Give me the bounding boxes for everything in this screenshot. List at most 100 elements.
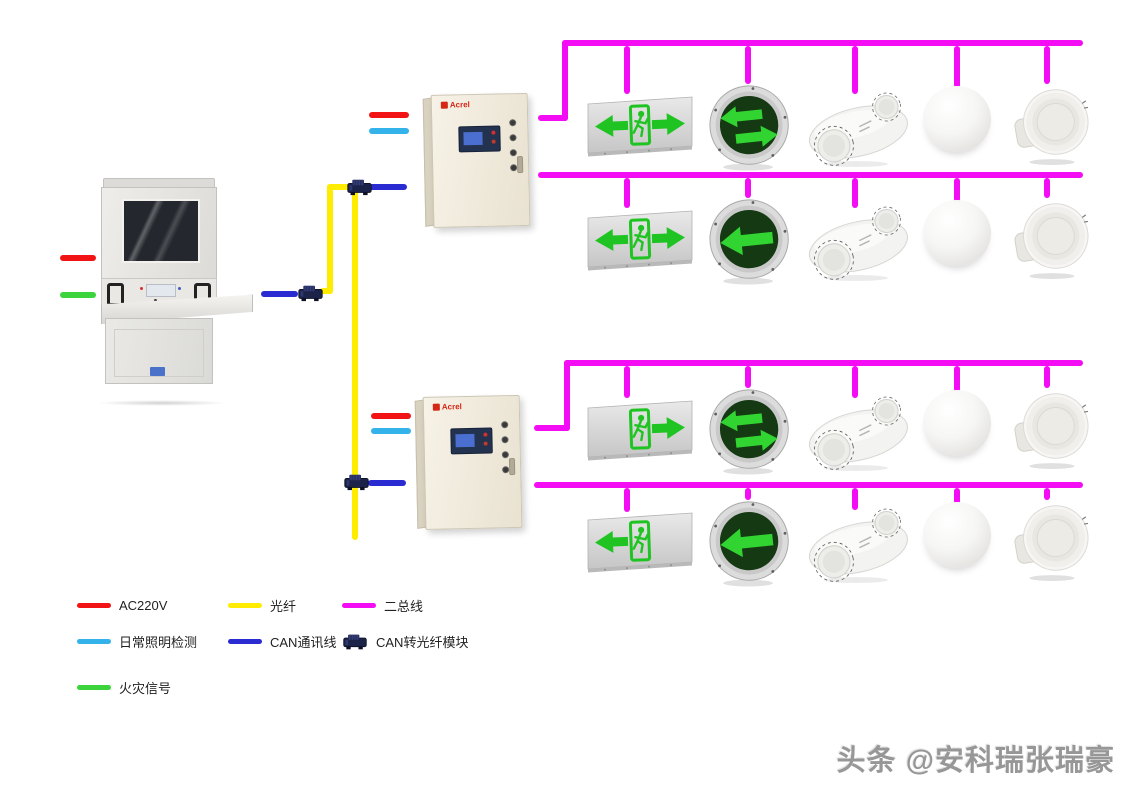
emergency-exit-sign-bus-loop-4: [585, 510, 695, 574]
daily-lighting-stub-controller-2: [371, 428, 411, 434]
two-bus-stub-3: [534, 425, 570, 431]
controller-1-handle: [516, 156, 524, 174]
twin-spot-emergency-light-bus-loop-3: [798, 394, 918, 472]
emergency-ceiling-lamp-bus-loop-4: [923, 502, 991, 568]
legend-label: CAN转光纤模块: [376, 634, 469, 650]
round-emergency-luminaire-bus-loop-4: [706, 498, 792, 588]
watermark-text: 头条 @安科瑞张瑞豪: [836, 745, 1115, 777]
two-bus-riser-3: [564, 360, 570, 431]
legend-item-can-bus: CAN通讯线: [228, 632, 336, 650]
two-bus-line-4: [534, 482, 1083, 488]
round-emergency-luminaire-bus-loop-3: [706, 386, 792, 476]
two-bus-line-1: [562, 40, 1083, 46]
right-arrow-icon: [651, 227, 685, 250]
acrel-logo-text: Acrel: [449, 100, 470, 110]
two-bus-drop-4-down: [1044, 488, 1050, 500]
two-bus-drop-2-down: [1044, 178, 1050, 198]
legend-item-fire-signal: 火灾信号: [77, 678, 171, 696]
emergency-downlight-bus-loop-1: [1010, 82, 1090, 166]
two-bus-line-swatch: [342, 602, 376, 608]
two-bus-drop-3-oval: [852, 366, 858, 398]
two-bus-riser-1: [562, 40, 568, 121]
controller-1-button-red: [491, 130, 496, 135]
round-emergency-luminaire-bus-loop-2: [706, 196, 792, 286]
right-arrow-icon: [735, 429, 778, 451]
ac220v-line-swatch: [77, 602, 111, 608]
fiber-elbow-top: [327, 184, 351, 190]
two-bus-drop-1-ball: [954, 46, 960, 88]
emergency-ceiling-lamp-bus-loop-3: [923, 390, 991, 456]
console-indicator-blue: [178, 287, 181, 290]
two-bus-drop-1-oval: [852, 46, 858, 94]
indicator-icon: [501, 436, 509, 444]
two-bus-line-2: [538, 172, 1083, 178]
ac220v-stub-controller-1: [369, 112, 409, 118]
can-fiber-module-controller-1: [346, 177, 373, 197]
running-man-icon: [638, 414, 645, 422]
emergency-exit-sign-bus-loop-3: [585, 398, 695, 462]
twin-spot-emergency-light-bus-loop-1: [798, 90, 918, 168]
console-panel-display: [146, 284, 176, 297]
acrel-logo-icon: [440, 101, 448, 109]
legend-label: CAN通讯线: [270, 634, 337, 650]
emergency-downlight-bus-loop-2: [1010, 196, 1090, 280]
two-bus-drop-3-exit: [624, 366, 630, 398]
console-monitor-bezel: [101, 187, 217, 281]
running-man-icon: [638, 110, 645, 118]
legend-label: 二总线: [384, 598, 424, 614]
controller-1-indicators: [509, 119, 518, 179]
indicator-icon: [509, 149, 517, 157]
two-bus-drop-1-exit: [624, 46, 630, 94]
can-to-fiber-module-icon: [342, 632, 368, 650]
console-shadow: [97, 400, 227, 406]
emergency-lighting-controller-2: Acrel: [414, 394, 523, 530]
controller-2-handle: [508, 458, 516, 476]
indicator-icon: [501, 451, 509, 459]
legend-label: 日常照明检测: [119, 634, 198, 650]
can-stub-controller-1: [369, 184, 407, 190]
two-bus-drop-1-down: [1044, 46, 1050, 84]
left-arrow-icon: [720, 528, 774, 558]
two-bus-drop-2-round: [745, 178, 751, 198]
emergency-ceiling-lamp-bus-loop-1: [923, 86, 991, 152]
legend-label: AC220V: [119, 597, 168, 613]
legend-item-two-bus: 二总线: [342, 596, 423, 614]
ac220v-stub-console: [60, 255, 96, 261]
left-arrow-icon: [720, 106, 763, 128]
emergency-ceiling-lamp-bus-loop-2: [923, 200, 991, 266]
two-bus-stub-1: [538, 115, 568, 121]
emergency-downlight-bus-loop-4: [1010, 498, 1090, 582]
two-bus-drop-2-exit: [624, 178, 630, 208]
fire-signal-stub-console: [60, 292, 96, 298]
round-emergency-luminaire-bus-loop-1: [706, 82, 792, 172]
two-bus-drop-2-oval: [852, 178, 858, 208]
right-arrow-icon: [735, 125, 778, 147]
controller-1-face: Acrel: [430, 92, 531, 228]
indicator-icon: [501, 421, 509, 429]
legend-item-fiber: 光纤: [228, 596, 296, 614]
controller-2-button-red: [483, 432, 488, 437]
two-bus-drop-3-ball: [954, 366, 960, 392]
fiber-elbow-console: [320, 288, 333, 294]
two-bus-drop-3-down: [1044, 366, 1050, 388]
two-bus-line-3: [564, 360, 1083, 366]
can-fiber-module-controller-2: [343, 472, 370, 492]
left-arrow-icon: [720, 226, 774, 256]
console-switch-dot: [154, 299, 157, 302]
emergency-exit-sign-bus-loop-1: [585, 94, 695, 158]
can-stub-console: [261, 291, 298, 297]
console-screen: [122, 199, 200, 263]
controller-2-display: [450, 427, 493, 455]
left-arrow-icon: [720, 410, 763, 432]
left-arrow-icon: [595, 228, 629, 251]
legend-label: 光纤: [270, 598, 297, 614]
right-arrow-icon: [651, 417, 685, 440]
controller-2-lcd: [455, 433, 475, 448]
console-door: [114, 329, 204, 377]
can-stub-controller-2: [368, 480, 406, 486]
controller-1-display: [458, 125, 501, 153]
legend-item-can-fiber-module: CAN转光纤模块: [342, 632, 468, 650]
controller-2-button-dark: [483, 441, 488, 446]
can-fiber-module-console: [297, 283, 324, 303]
